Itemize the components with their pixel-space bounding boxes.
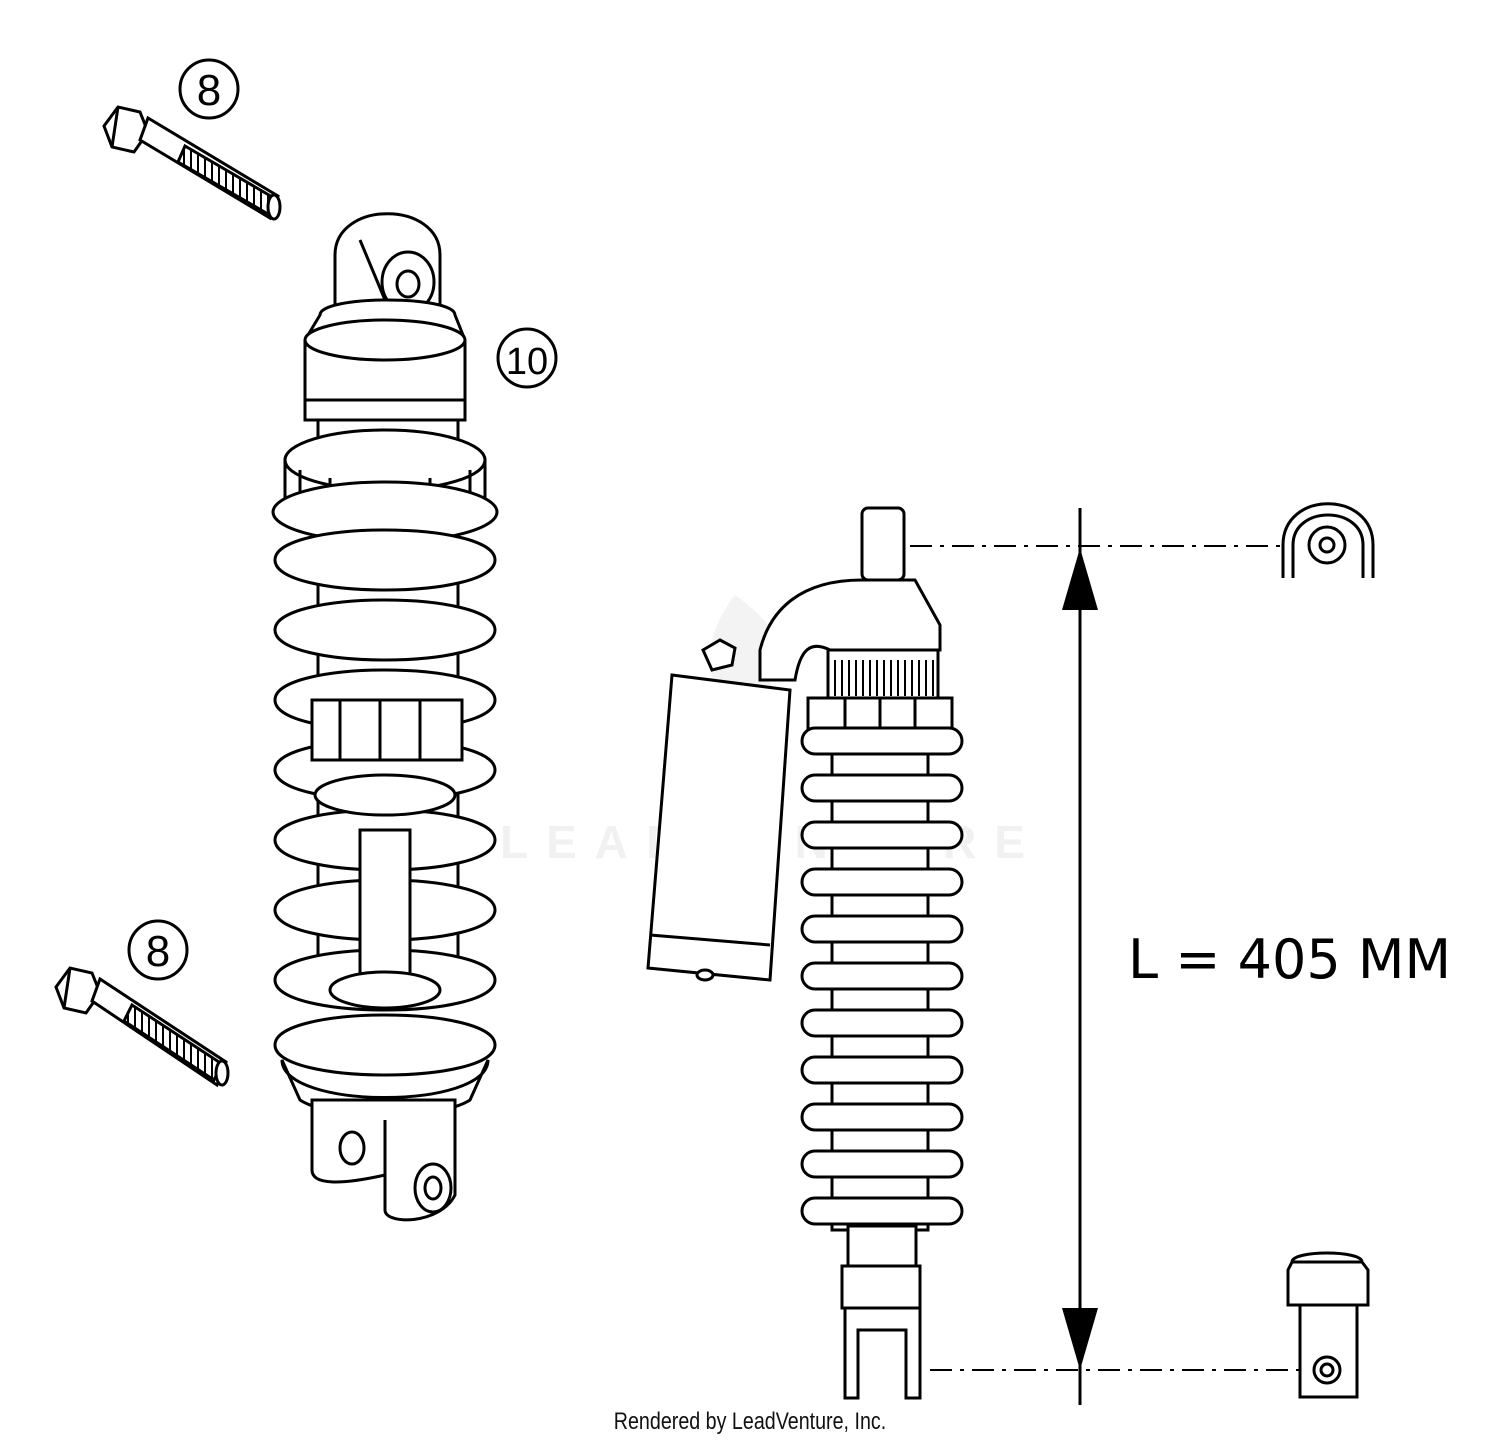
callout-bolt-top-label: 8 (197, 66, 221, 115)
footer-credit: Rendered by LeadVenture, Inc. (613, 1408, 887, 1435)
callout-shock-absorber: 10 (496, 327, 558, 389)
callout-bolt-bottom: 8 (127, 919, 189, 981)
bolt-top (102, 105, 282, 221)
callout-bolt-bottom-label: 8 (146, 927, 170, 976)
reservoir (646, 673, 792, 982)
detail-top-eye (1281, 502, 1375, 578)
callout-bolt-top: 8 (178, 58, 240, 120)
shock-absorber-exploded (271, 212, 499, 1222)
bolt-bottom (54, 966, 230, 1088)
side-spring-coils (800, 726, 964, 1226)
callout-shock-absorber-label: 10 (506, 341, 548, 383)
dimension-label: L = 405 MM (1128, 928, 1451, 991)
detail-bottom-eye (1286, 1251, 1370, 1399)
dimension-length (910, 508, 1305, 1405)
shock-absorber-side-view (646, 506, 964, 1400)
